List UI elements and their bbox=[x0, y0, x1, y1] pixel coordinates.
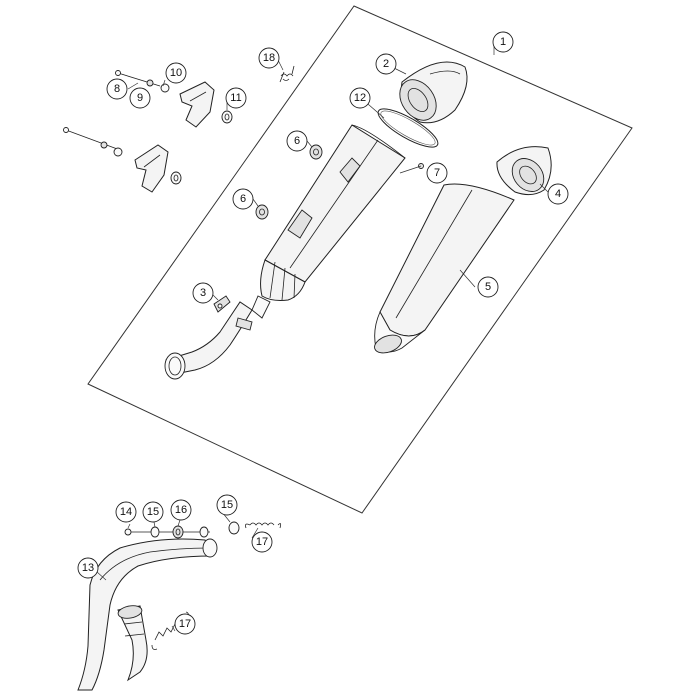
svg-text:3: 3 bbox=[200, 287, 206, 299]
callouts: 1 2 3 4 5 6 6 7 8 9 10 11 12 13 14 15 15… bbox=[77, 31, 569, 635]
svg-text:13: 13 bbox=[82, 562, 94, 574]
rubber-grommet-lower bbox=[255, 204, 269, 220]
svg-text:18: 18 bbox=[263, 52, 275, 64]
bracket-lower bbox=[63, 127, 182, 193]
svg-text:1: 1 bbox=[500, 36, 506, 48]
callout-18: 18 bbox=[258, 47, 280, 69]
callout-16: 16 bbox=[170, 499, 192, 521]
callout-2: 2 bbox=[375, 53, 397, 75]
bracket-upper bbox=[115, 70, 233, 128]
svg-text:15: 15 bbox=[147, 506, 159, 518]
svg-text:12: 12 bbox=[354, 92, 366, 104]
clamp-3 bbox=[213, 295, 231, 313]
silencer-sleeve-5 bbox=[374, 183, 515, 354]
gasket-12 bbox=[377, 108, 439, 148]
callout-6-lower: 6 bbox=[232, 188, 254, 210]
svg-text:7: 7 bbox=[434, 167, 440, 179]
washer-row bbox=[124, 521, 240, 539]
callout-7: 7 bbox=[426, 162, 448, 184]
callout-15-left: 15 bbox=[142, 501, 164, 523]
svg-text:6: 6 bbox=[240, 193, 246, 205]
svg-text:10: 10 bbox=[170, 67, 182, 79]
svg-text:15: 15 bbox=[221, 499, 233, 511]
svg-text:16: 16 bbox=[175, 504, 187, 516]
svg-text:4: 4 bbox=[555, 188, 561, 200]
callout-17-lower: 17 bbox=[174, 613, 196, 635]
callout-14: 14 bbox=[115, 501, 137, 523]
svg-text:8: 8 bbox=[114, 83, 120, 95]
callout-11: 11 bbox=[225, 87, 247, 109]
callout-10: 10 bbox=[165, 62, 187, 84]
end-cap-2 bbox=[399, 61, 468, 124]
mid-pipe bbox=[164, 301, 253, 380]
rubber-grommet-upper bbox=[309, 144, 323, 160]
callout-6-upper: 6 bbox=[286, 130, 308, 152]
callout-17-upper: 17 bbox=[251, 531, 273, 553]
spring-clip-18 bbox=[279, 65, 295, 83]
svg-text:17: 17 bbox=[256, 536, 268, 548]
callout-9: 9 bbox=[129, 87, 151, 109]
svg-text:2: 2 bbox=[383, 58, 389, 70]
spring-17-upper bbox=[245, 522, 282, 529]
svg-text:6: 6 bbox=[294, 135, 300, 147]
svg-text:11: 11 bbox=[230, 92, 241, 104]
svg-text:17: 17 bbox=[179, 618, 191, 630]
callout-8: 8 bbox=[106, 78, 128, 100]
svg-text:14: 14 bbox=[120, 506, 132, 518]
callout-3: 3 bbox=[192, 282, 214, 304]
silencer-body bbox=[251, 124, 406, 319]
header-pipe-13 bbox=[77, 538, 218, 691]
silencer-assembly-boundary bbox=[87, 5, 633, 514]
callout-12: 12 bbox=[349, 87, 371, 109]
end-cap-4 bbox=[496, 146, 552, 196]
callout-13: 13 bbox=[77, 557, 99, 579]
svg-text:5: 5 bbox=[485, 281, 491, 293]
callout-4: 4 bbox=[547, 183, 569, 205]
callout-1: 1 bbox=[492, 31, 514, 53]
svg-text:9: 9 bbox=[137, 92, 143, 104]
callout-15-right: 15 bbox=[216, 494, 238, 516]
callout-5: 5 bbox=[477, 276, 499, 298]
